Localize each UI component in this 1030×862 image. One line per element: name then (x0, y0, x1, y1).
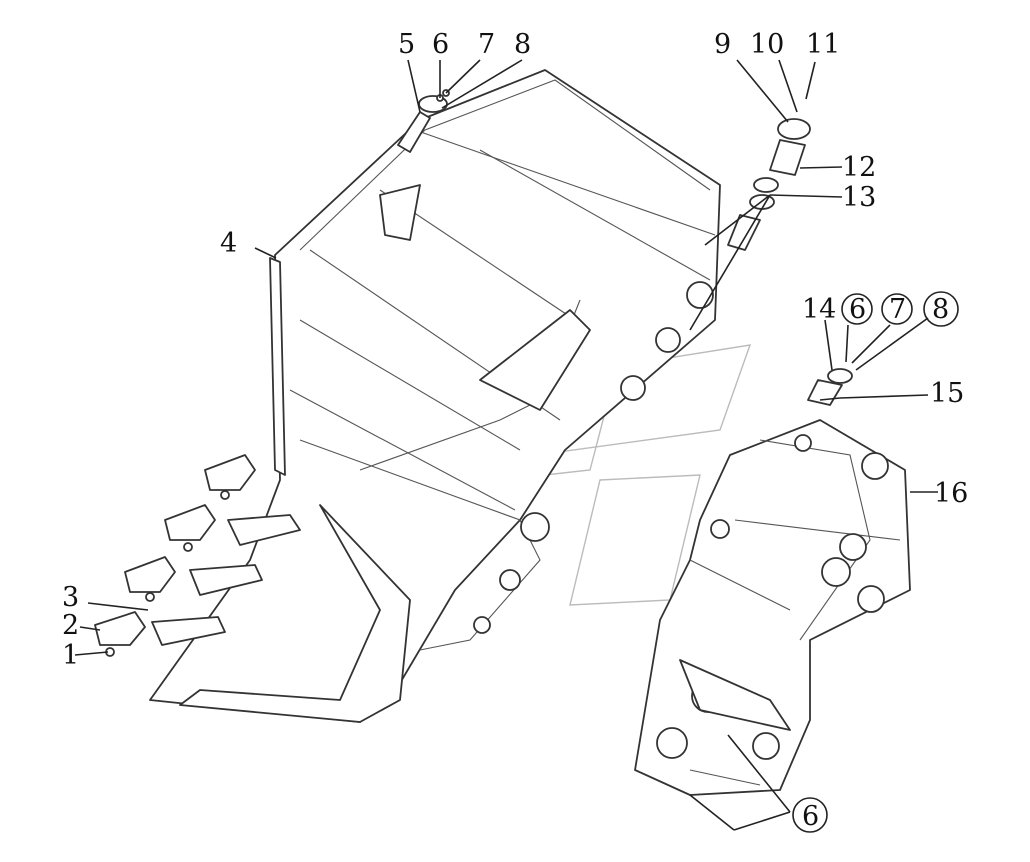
top-pin-set (397, 89, 811, 251)
part-label-6: 6 (432, 29, 449, 60)
callout-circles (792, 291, 959, 833)
part-label-12: 12 (842, 152, 876, 183)
part-label-11: 11 (806, 29, 840, 60)
part-label-16: 16 (934, 478, 968, 509)
part-label-15: 15 (930, 378, 964, 409)
part-label-13: 13 (842, 182, 876, 213)
part-label-6-linkage: 6 (802, 801, 819, 832)
part-label-9: 9 (714, 29, 731, 60)
part-label-14: 14 (802, 294, 836, 325)
part-label-2: 2 (62, 610, 79, 641)
part-label-1: 1 (62, 640, 79, 671)
bucket-body (149, 69, 721, 723)
leader-lines (74, 59, 938, 831)
linkage-assembly (634, 368, 911, 796)
part-label-7: 7 (478, 29, 495, 60)
part-label-7-callout: 7 (889, 294, 906, 325)
part-label-8-callout: 8 (932, 294, 949, 325)
part-label-8: 8 (514, 29, 531, 60)
part-label-10: 10 (750, 29, 784, 60)
bucket-teeth (94, 454, 301, 657)
part-label-4: 4 (220, 228, 237, 259)
part-label-6-callout: 6 (849, 294, 866, 325)
part-label-3: 3 (62, 582, 79, 613)
part-label-5: 5 (398, 29, 415, 60)
